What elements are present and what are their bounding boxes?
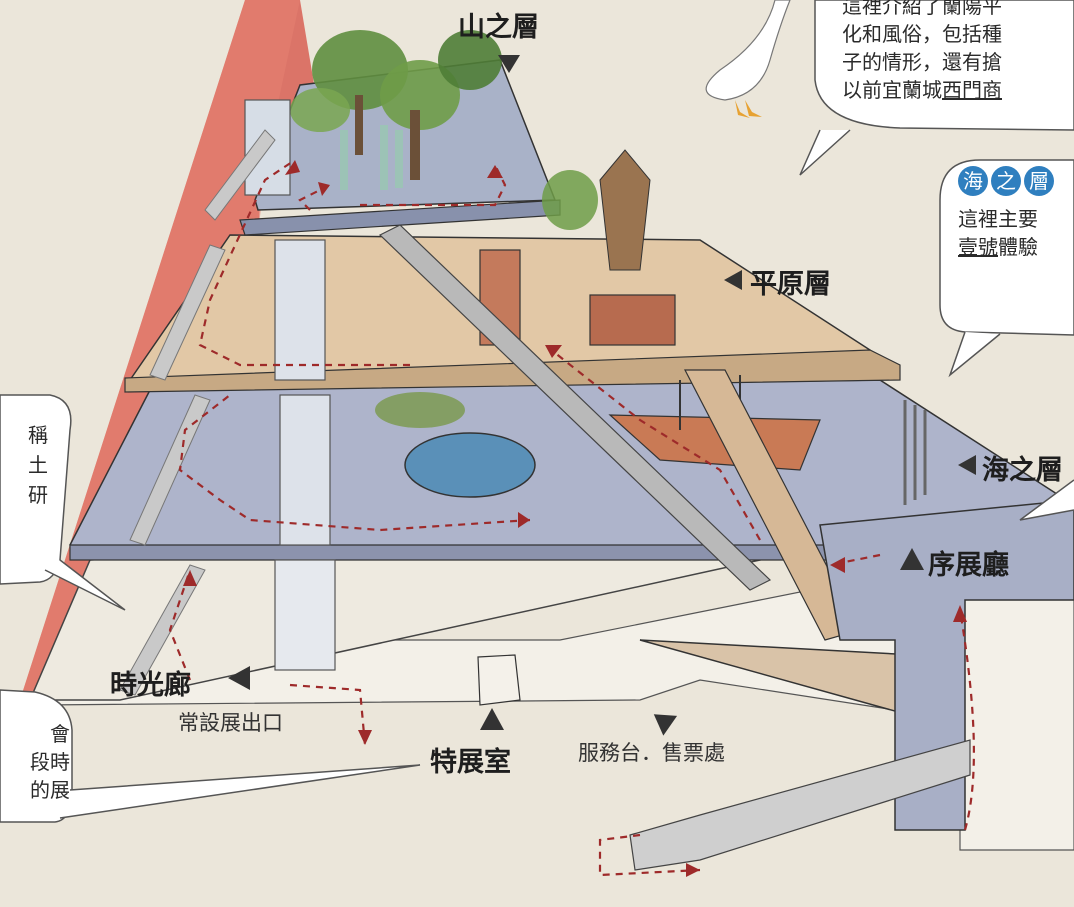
hanging-poles [903,400,927,505]
label-prologue-hall: 序展廳 [928,550,1009,581]
callout-sea-line3: 壹號體驗 [958,233,1038,261]
label-mountain-level: 山之層 [458,12,539,43]
callout-top-right-line4-pre: 以前宜蘭城 [842,78,942,102]
sea-badges: 海 之 層 [958,166,1074,200]
callout-sea-line3-rest: 體驗 [998,235,1038,259]
callout-bubble-top-right [814,0,1074,131]
time-corridor-left-arrow [228,666,250,690]
elevator-shaft-low [279,394,331,546]
label-exhibit-exit: 常設展出口 [178,711,283,735]
visitor-path [168,159,975,877]
mountain-trees [290,30,502,190]
goose-illustration [705,0,791,118]
elevator-shaft-mid [274,239,326,381]
badge-sea-char1: 海 [958,166,988,196]
special-up-arrow [480,708,504,730]
callout-top-right-line3: 子的情形，還有搶 [842,50,1002,74]
callout-bottom-left-line1: 會 [50,722,70,746]
ground-base [28,559,1074,851]
callout-tail-bottom-left [59,764,421,819]
callout-top-right-line4: 以前宜蘭城西門商 [842,76,1002,104]
callout-top-right-line2: 化和風俗，包括種 [842,22,1002,46]
sea-left-arrow [958,455,976,475]
bottom-escalator [629,739,971,871]
badge-sea-char2: 之 [991,166,1021,196]
callout-tail-left-mid [44,559,126,611]
water-basin [404,432,536,498]
callout-left-mid-text: 稱 土 研 [28,420,48,510]
elevator-shaft-bottom [274,559,336,671]
special-room-box [477,654,521,706]
badge-sea-char3: 層 [1024,166,1054,196]
callout-bubble-sea [939,159,1074,336]
left-staircases [119,129,276,696]
label-sea-level: 海之層 [982,455,1063,486]
callout-top-right-text: 這裡介紹了蘭陽平 化和風俗，包括種 子的情形，還有搶 以前宜蘭城西門商 [842,0,1002,104]
mountain-down-arrow [498,55,520,73]
label-plain-level: 平原層 [750,269,831,300]
callout-sea-text: 這裡主要 壹號體驗 [958,205,1038,261]
callout-left-mid-c1: 稱 [28,423,48,447]
callout-top-right-line1: 這裡介紹了蘭陽平 [842,0,1002,18]
callout-top-right-line4-underlined: 西門商 [942,78,1002,102]
callout-left-mid-c3: 研 [28,483,48,507]
callout-tail-sea-label [1019,479,1074,521]
label-service-ticket: 服務台．售票處 [578,741,725,765]
callout-tail-top-right [799,129,851,176]
main-staircase [378,224,772,591]
sea-vegetation [375,392,465,428]
callout-bottom-left-line2: 段時 [30,750,70,774]
prologue-up-arrow [900,548,924,570]
plain-left-arrow [724,270,742,290]
label-time-corridor: 時光廊 [110,670,191,701]
callout-left-mid-c2: 土 [28,453,48,477]
callout-sea-line1: 這裡主要 [958,207,1038,231]
label-special-exhibit-room: 特展室 [430,747,511,778]
callout-sea-line3-underlined: 壹號 [958,235,998,259]
callout-bottom-left-text: 會 段時 的展 [14,720,70,804]
callout-bottom-left-line3: 的展 [30,778,70,802]
callout-tail-sea [948,331,1001,378]
path-arrowheads [183,160,967,877]
